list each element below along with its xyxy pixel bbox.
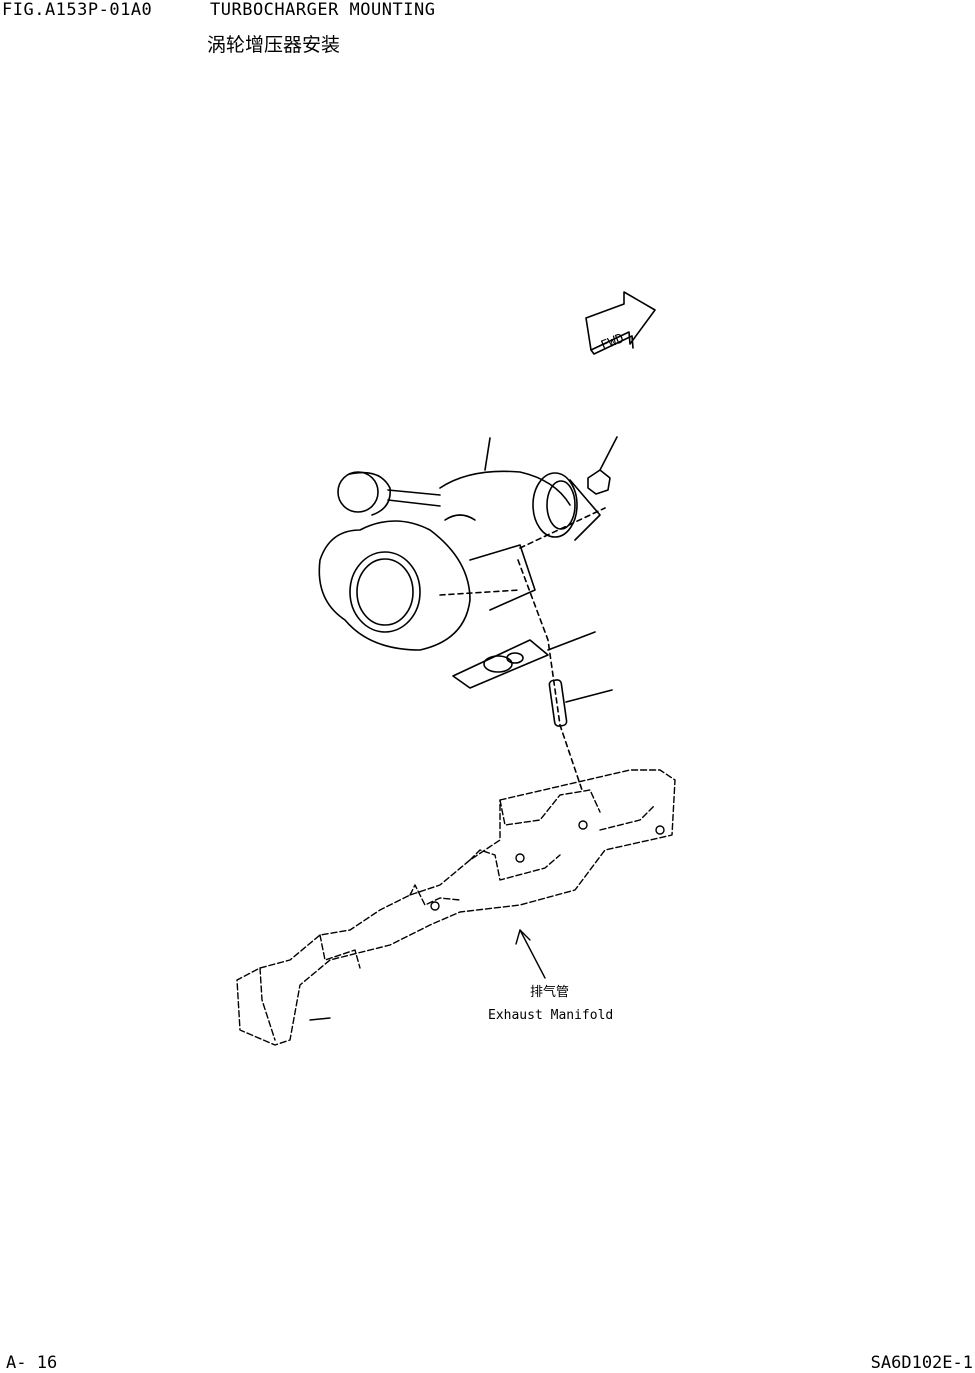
- figure-id: FIG.A153P-01A0: [2, 0, 153, 20]
- manifold-label: Exhaust Manifold: [488, 1008, 613, 1023]
- exhaust-manifold-part: [236, 769, 676, 1046]
- gasket-part: [452, 631, 596, 689]
- figure-title-cn: 涡轮增压器安装: [207, 34, 341, 56]
- assembly-centerline: [517, 559, 583, 791]
- fwd-arrow-icon: [585, 291, 656, 355]
- figure-title: TURBOCHARGER MOUNTING: [210, 0, 436, 20]
- manifold-label-cn: 排气管: [530, 984, 569, 1000]
- stud-part: [548, 679, 613, 727]
- document-code: SA6D102E-1: [870, 1353, 973, 1373]
- turbocharger-body: [318, 437, 606, 651]
- page-number: A- 16: [6, 1353, 58, 1373]
- nut-part: [587, 436, 618, 495]
